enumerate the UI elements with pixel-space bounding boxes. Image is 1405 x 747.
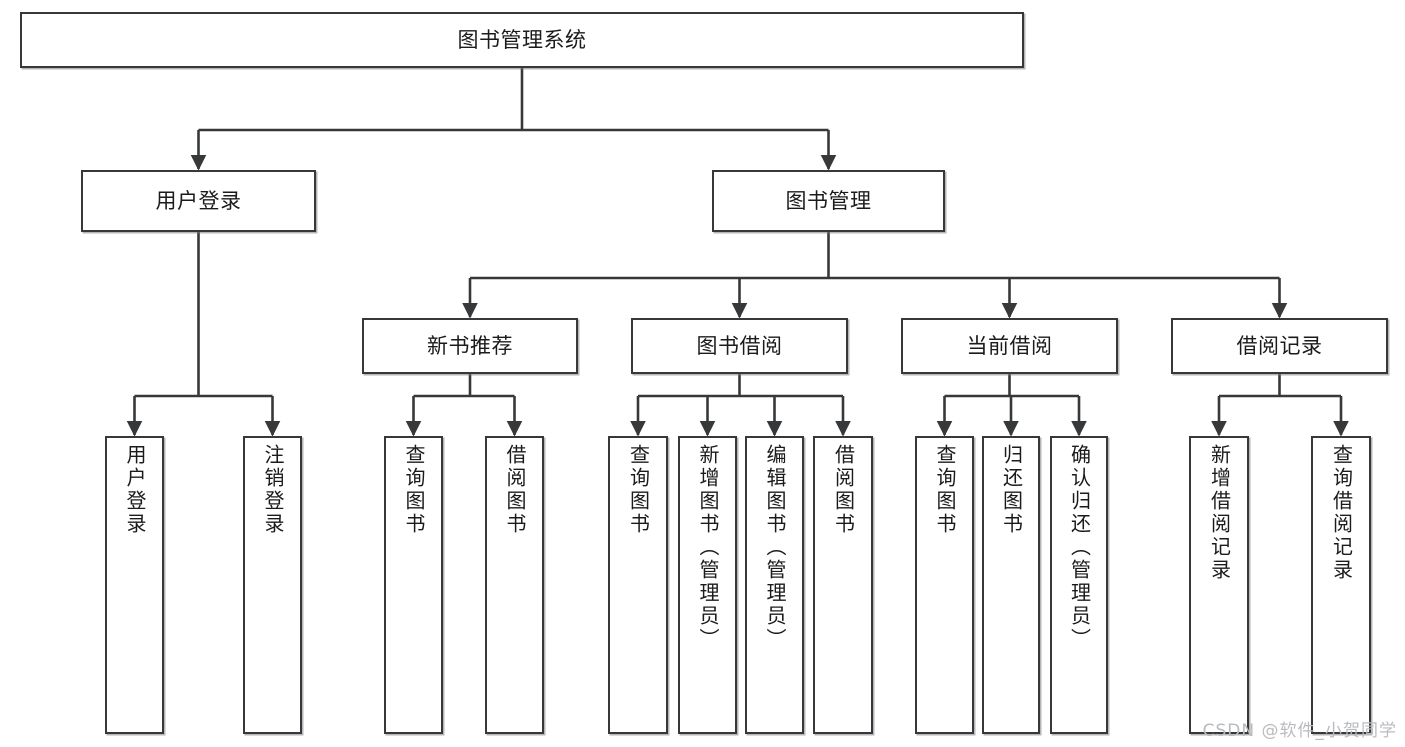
node-root[interactable]: 图书管理系统 bbox=[20, 12, 1024, 68]
node-leaf-query-book-1[interactable]: 查询图书 bbox=[384, 436, 443, 734]
node-label: 查询图书 bbox=[402, 444, 426, 536]
node-label: 查询图书 bbox=[626, 444, 651, 536]
node-leaf-edit-book[interactable]: 编辑图书（管理员） bbox=[745, 436, 804, 734]
node-label: 借阅图书 bbox=[503, 444, 527, 536]
node-leaf-borrow-book-2[interactable]: 借阅图书 bbox=[813, 436, 873, 734]
node-current-borrow[interactable]: 当前借阅 bbox=[901, 318, 1118, 374]
node-label: 编辑图书（管理员） bbox=[763, 444, 787, 651]
node-leaf-return-book[interactable]: 归还图书 bbox=[982, 436, 1040, 734]
node-label: 当前借阅 bbox=[966, 333, 1053, 358]
node-leaf-query-record[interactable]: 查询借阅记录 bbox=[1311, 436, 1371, 734]
node-label: 查询借阅记录 bbox=[1329, 444, 1354, 582]
node-leaf-borrow-book-1[interactable]: 借阅图书 bbox=[485, 436, 544, 734]
node-leaf-query-book-2[interactable]: 查询图书 bbox=[608, 436, 668, 734]
node-label: 用户登录 bbox=[155, 188, 242, 213]
node-user-login[interactable]: 用户登录 bbox=[81, 170, 316, 232]
node-borrow-record[interactable]: 借阅记录 bbox=[1171, 318, 1388, 374]
node-label: 图书管理 bbox=[785, 188, 872, 213]
node-label: 查询图书 bbox=[933, 444, 957, 536]
node-label: 图书管理系统 bbox=[457, 27, 587, 52]
node-label: 图书借阅 bbox=[696, 333, 783, 358]
node-label: 借阅记录 bbox=[1236, 333, 1323, 358]
node-leaf-logout[interactable]: 注销登录 bbox=[243, 436, 302, 734]
node-label: 借阅图书 bbox=[831, 444, 856, 536]
node-book-manage[interactable]: 图书管理 bbox=[712, 170, 945, 232]
node-label: 归还图书 bbox=[999, 444, 1024, 536]
node-leaf-confirm-return[interactable]: 确认归还（管理员） bbox=[1050, 436, 1108, 734]
node-label: 用户登录 bbox=[123, 444, 147, 536]
node-label: 新增图书（管理员） bbox=[696, 444, 720, 651]
node-label: 确认归还（管理员） bbox=[1067, 444, 1092, 651]
node-label: 注销登录 bbox=[261, 444, 285, 536]
node-label: 新增借阅记录 bbox=[1207, 444, 1232, 582]
watermark: CSDN @软件_小贺同学 bbox=[1202, 721, 1397, 741]
node-leaf-add-book[interactable]: 新增图书（管理员） bbox=[678, 436, 737, 734]
node-label: 新书推荐 bbox=[427, 333, 513, 358]
node-leaf-add-record[interactable]: 新增借阅记录 bbox=[1189, 436, 1249, 734]
node-new-book-rec[interactable]: 新书推荐 bbox=[362, 318, 578, 374]
node-leaf-user-login[interactable]: 用户登录 bbox=[105, 436, 164, 734]
node-book-borrow[interactable]: 图书借阅 bbox=[631, 318, 848, 374]
node-leaf-query-book-3[interactable]: 查询图书 bbox=[915, 436, 974, 734]
